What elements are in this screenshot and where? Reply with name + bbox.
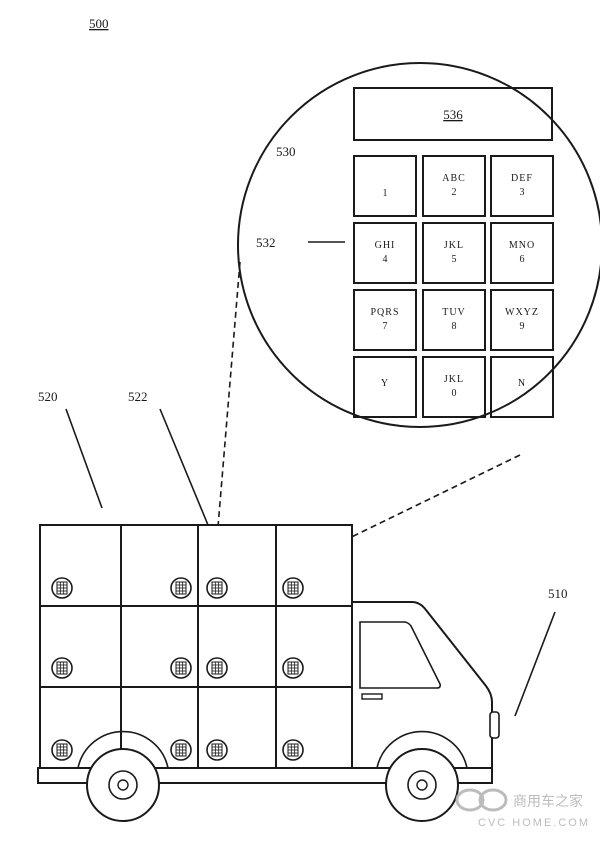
- keypad-key-digit: 0: [452, 388, 457, 399]
- keypad-key: MNO 6: [490, 222, 554, 284]
- keypad-key-digit: 8: [452, 321, 457, 332]
- watermark-logo-icon: [455, 788, 508, 812]
- locker-keypad-icon: [51, 739, 73, 761]
- keypad-key-frame: [422, 289, 486, 351]
- keypad-display: [353, 87, 553, 141]
- keypad-key-digit: 4: [383, 254, 388, 265]
- keypad-key-letters: JKL: [444, 374, 464, 385]
- keypad-key-letters: MNO: [509, 240, 535, 251]
- truck-cab: [351, 601, 493, 769]
- keypad-key-frame: [490, 222, 554, 284]
- door-handle: [361, 693, 383, 700]
- keypad-key-letters: N: [518, 378, 526, 389]
- keypad-key: ABC 2: [422, 155, 486, 217]
- keypad-key-frame: [353, 155, 417, 217]
- keypad-key: JKL 5: [422, 222, 486, 284]
- keypad-key-frame: [353, 356, 417, 418]
- figure-number: 500: [89, 16, 109, 31]
- locker-keypad-icon: [282, 577, 304, 599]
- magnified-view-circle: [237, 62, 600, 428]
- keypad-key: PQRS 7: [353, 289, 417, 351]
- lockers-ref: 520: [38, 389, 58, 404]
- keypad-key-digit: 7: [383, 321, 388, 332]
- rear-wheel: [77, 730, 169, 822]
- keypad-key-frame: [353, 289, 417, 351]
- watermark-url: CVC HOME.COM: [478, 817, 590, 829]
- watermark: 商用车之家 CVC HOME.COM: [455, 788, 590, 829]
- keypad-key-frame: [490, 356, 554, 418]
- keypad-key-letters: Y: [381, 378, 389, 389]
- watermark-brand: 商用车之家: [513, 793, 583, 809]
- truck-ref: 510: [548, 586, 568, 601]
- keypad-key-letters: GHI: [375, 240, 396, 251]
- keypad-key-letters: WXYZ: [505, 307, 539, 318]
- locker-keypad-icon: [282, 657, 304, 679]
- keypad-key: JKL 0: [422, 356, 486, 418]
- locker-keypad-icon: [206, 739, 228, 761]
- keypad-key-digit: 1: [383, 188, 388, 199]
- keypad-key-digit: 3: [520, 187, 525, 198]
- keypad-key-frame: [422, 356, 486, 418]
- display-ref: 536: [443, 107, 463, 122]
- keypad-key-letters: JKL: [444, 240, 464, 251]
- cab-window: [359, 621, 441, 689]
- keypad-key-frame: [490, 289, 554, 351]
- keypad-key-digit: 5: [452, 254, 457, 265]
- keypad-key: TUV 8: [422, 289, 486, 351]
- locker-keypad-icon: [51, 657, 73, 679]
- keypad-key: 1: [353, 155, 417, 217]
- lockers-leader-line: [65, 408, 103, 509]
- keypad-key-letters: DEF: [511, 173, 533, 184]
- keypad-key-letters: TUV: [442, 307, 466, 318]
- locker-keypad-leader-line: [159, 408, 209, 526]
- keypad-key: WXYZ 9: [490, 289, 554, 351]
- locker-keypad-icon: [206, 577, 228, 599]
- keypad-key-digit: 6: [520, 254, 525, 265]
- locker-keypad-icon: [170, 739, 192, 761]
- keypad-buttons-ref: 532: [256, 235, 276, 250]
- keypad-key-digit: 2: [452, 187, 457, 198]
- keypad-key-frame: [353, 222, 417, 284]
- truck-leader-line: [514, 611, 556, 717]
- locker-keypad-icon: [51, 577, 73, 599]
- locker-keypad-ref: 522: [128, 389, 148, 404]
- keypad-key: Y: [353, 356, 417, 418]
- keypad-key-frame: [422, 222, 486, 284]
- front-wheel: [376, 730, 468, 822]
- locker-keypad-icon: [206, 657, 228, 679]
- cargo-box: [39, 524, 353, 769]
- magnified-view-ref: 530: [276, 144, 296, 159]
- keypad-key: N: [490, 356, 554, 418]
- keypad-key-letters: ABC: [442, 173, 466, 184]
- headlight: [489, 711, 500, 739]
- keypad-key-frame: [422, 155, 486, 217]
- locker-keypad-icon: [170, 577, 192, 599]
- keypad-key-digit: 9: [520, 321, 525, 332]
- keypad-key: GHI 4: [353, 222, 417, 284]
- keypad-key-letters: PQRS: [370, 307, 399, 318]
- keypad-key: DEF 3: [490, 155, 554, 217]
- locker-grid: [40, 525, 352, 768]
- locker-keypad-icon: [170, 657, 192, 679]
- keypad-key-frame: [490, 155, 554, 217]
- locker-keypad-icon: [282, 739, 304, 761]
